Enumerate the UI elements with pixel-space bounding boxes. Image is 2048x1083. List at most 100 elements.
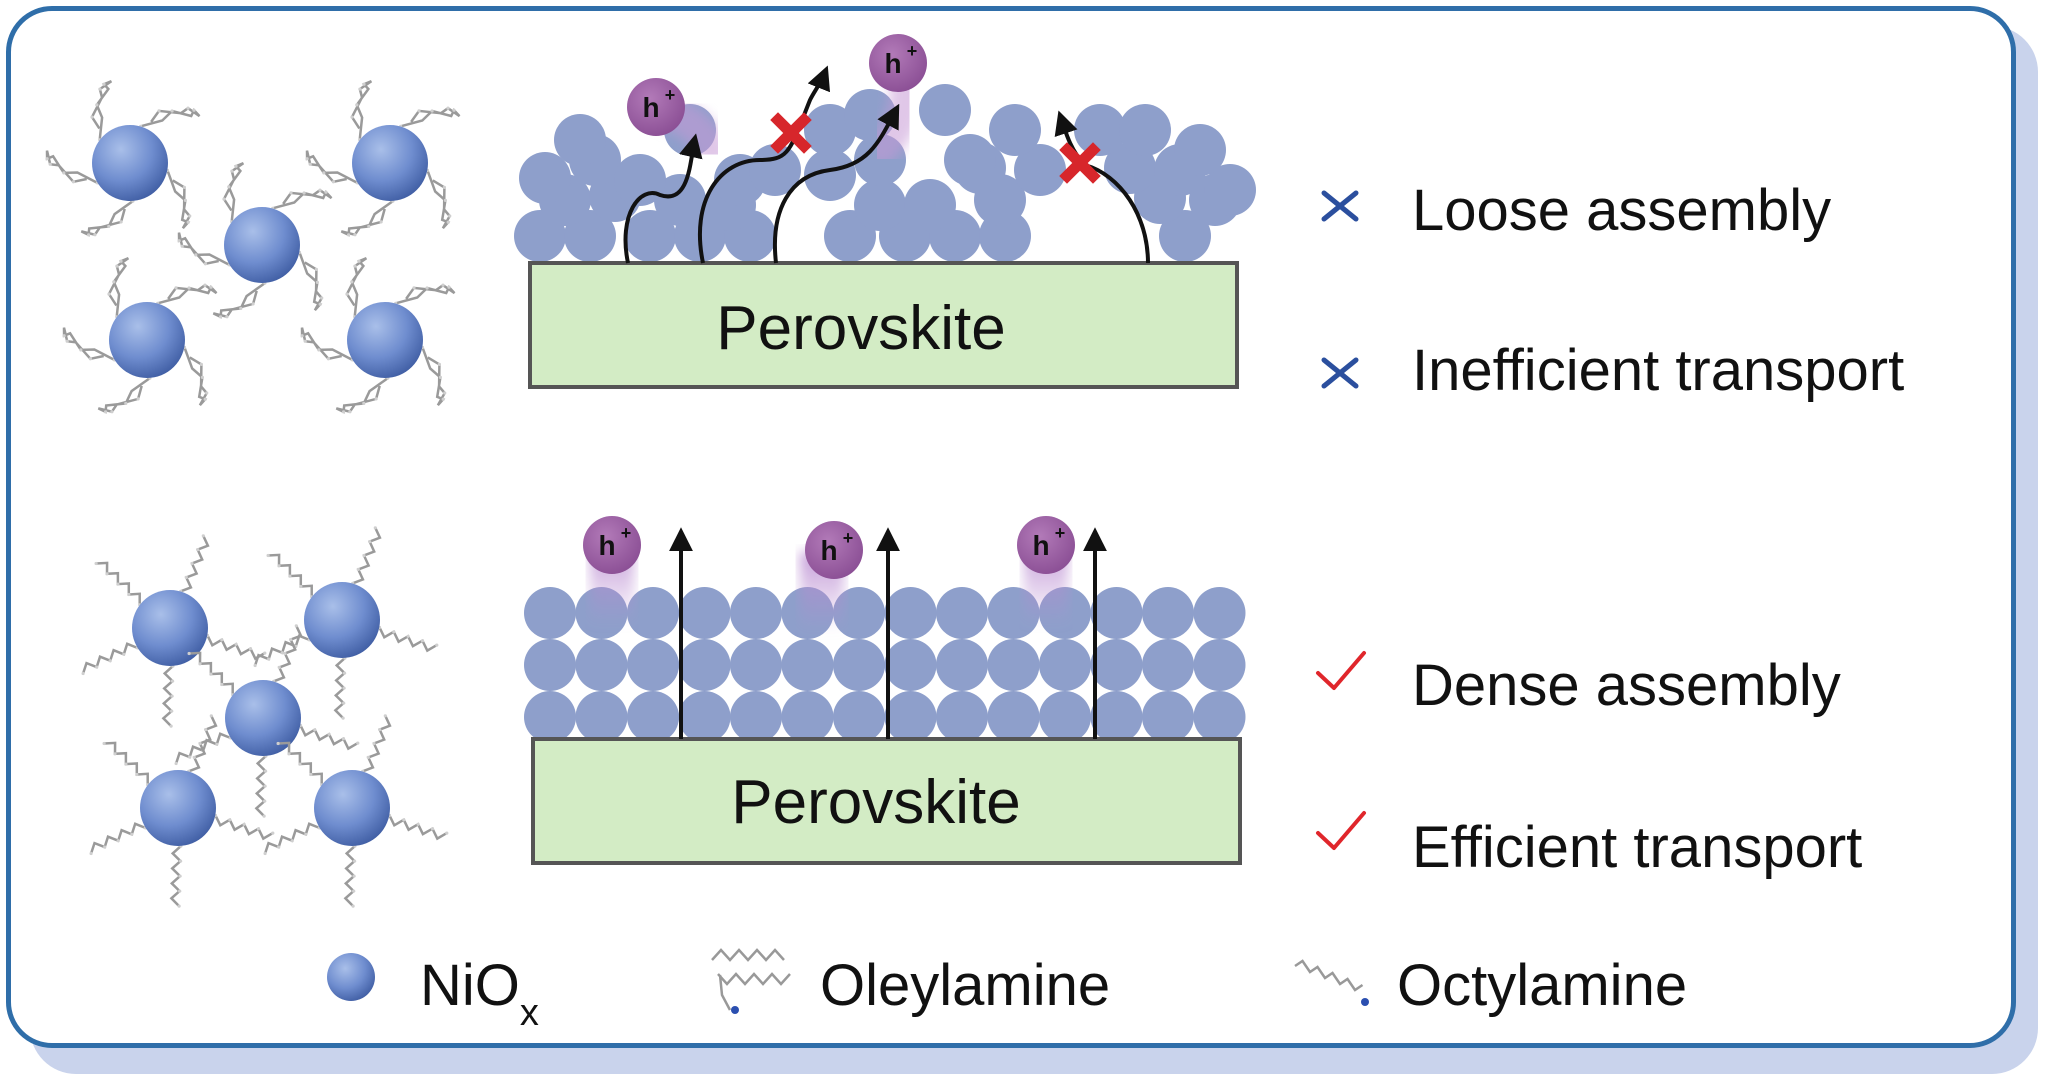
ligand-atom (445, 831, 449, 835)
film-particle (987, 691, 1040, 743)
ligand-atom (417, 109, 421, 113)
ligand-chain (399, 106, 461, 128)
ligand-atom (283, 651, 287, 656)
ligand-atom (353, 233, 357, 237)
ligand-atom (441, 283, 445, 287)
ligand-atom (289, 638, 293, 642)
nio-nanoparticle (45, 80, 201, 237)
ligand-atom (122, 652, 126, 656)
nio-nanoparticle (81, 534, 267, 728)
ligand-atom (308, 162, 312, 166)
ligand-chain (139, 106, 201, 128)
film-particle (781, 691, 834, 743)
ligand-atom (124, 762, 128, 766)
ligand-atom (303, 339, 307, 343)
film-particle (524, 587, 576, 639)
ligand-atom (358, 87, 362, 91)
ligand-atom (356, 741, 360, 745)
ligand-atom (289, 191, 293, 195)
transport-paths-top (623, 65, 1150, 264)
ligand-atom (107, 292, 111, 296)
ligand-atom (290, 839, 294, 843)
film-particle (1039, 639, 1091, 691)
ligand-atom (372, 741, 376, 746)
ligand-chain (169, 844, 183, 908)
ligand-chain-backbone (352, 527, 382, 585)
ligand-chain (161, 664, 175, 728)
ligand-chain (300, 327, 354, 362)
statement-text: Dense assembly (1412, 653, 1841, 718)
svg-text:h: h (1032, 530, 1049, 561)
ligand-atom (368, 540, 372, 544)
ligand-atom (110, 410, 114, 414)
nio-nanoparticle-icon (132, 590, 208, 666)
ligand-atom (352, 859, 357, 863)
nio-nanoparticle (62, 257, 218, 414)
ligand-atom (350, 280, 354, 284)
film-particle (524, 639, 576, 691)
ligand-atom (317, 348, 321, 352)
ligand-atom (116, 582, 120, 586)
nio-nanoparticle (300, 257, 456, 414)
ligand-chain (156, 283, 218, 305)
ligand-atom (87, 233, 91, 237)
ligand-atom (280, 651, 284, 655)
ligand-atom (201, 534, 205, 538)
ligand-chain-backbone (362, 715, 392, 773)
nio-nanoparticle-icon (225, 680, 301, 756)
ligand-atom (81, 671, 85, 676)
film-particle (1074, 104, 1126, 156)
nio-nanoparticle (89, 714, 275, 908)
ligand-atom (157, 109, 161, 113)
ligand-chain-backbone (263, 822, 320, 854)
film-particle (1090, 691, 1143, 743)
ligand-atom (198, 741, 202, 746)
ligand-atom (187, 286, 191, 290)
ligand-chain (182, 345, 209, 407)
ligand-chain-backbone (81, 642, 138, 674)
ligand-atom (95, 103, 99, 107)
oleylamine-nanoparticle-cluster (45, 80, 461, 414)
ligand-atom (267, 657, 271, 661)
ligand-atom (352, 889, 356, 893)
ligand-chain (212, 281, 267, 319)
ligand-atom (174, 761, 178, 766)
film-particle (627, 691, 679, 743)
ligand-chain (45, 150, 99, 185)
film-particle (833, 691, 885, 743)
ligand-chain (94, 561, 142, 607)
film-particle (1090, 587, 1143, 639)
successful-path (773, 103, 900, 264)
blocked-path (697, 65, 831, 264)
blocked-path (1054, 110, 1150, 264)
ligand-chain-backbone (300, 327, 353, 362)
ligand-atom (102, 741, 106, 746)
oleylamine-molecule-icon (711, 948, 791, 1014)
svg-text:+: + (621, 523, 632, 543)
ligand-atom (90, 115, 94, 119)
ligand-atom (130, 832, 134, 836)
ligand-chain-backbone (180, 535, 210, 593)
hole-icon: h + (869, 34, 927, 92)
film-particle (730, 587, 782, 639)
statement-efficient-transport: Efficient transport (1316, 811, 1862, 880)
ligand-atom (446, 220, 450, 224)
film-particle (1193, 587, 1246, 639)
octylamine-nanoparticle-cluster (81, 526, 449, 908)
ligand-atom (441, 397, 445, 401)
statement-text: Efficient transport (1412, 815, 1862, 880)
ligand-atom (215, 742, 219, 746)
ligand-chain-backbone (426, 169, 452, 230)
ligand-atom (262, 814, 266, 818)
legend-oleylamine-label: Oleylamine (820, 953, 1110, 1018)
film-particle (624, 210, 676, 262)
ligand-atom (178, 874, 182, 878)
ligand-atom (253, 663, 257, 668)
ligand-atom (357, 259, 361, 263)
ligand-atom (350, 115, 354, 119)
ligand-chain (81, 642, 139, 676)
ligand-atom (366, 755, 370, 760)
ligand-chain (420, 345, 447, 407)
legend-item-oleylamine: Oleylamine (711, 948, 1110, 1018)
